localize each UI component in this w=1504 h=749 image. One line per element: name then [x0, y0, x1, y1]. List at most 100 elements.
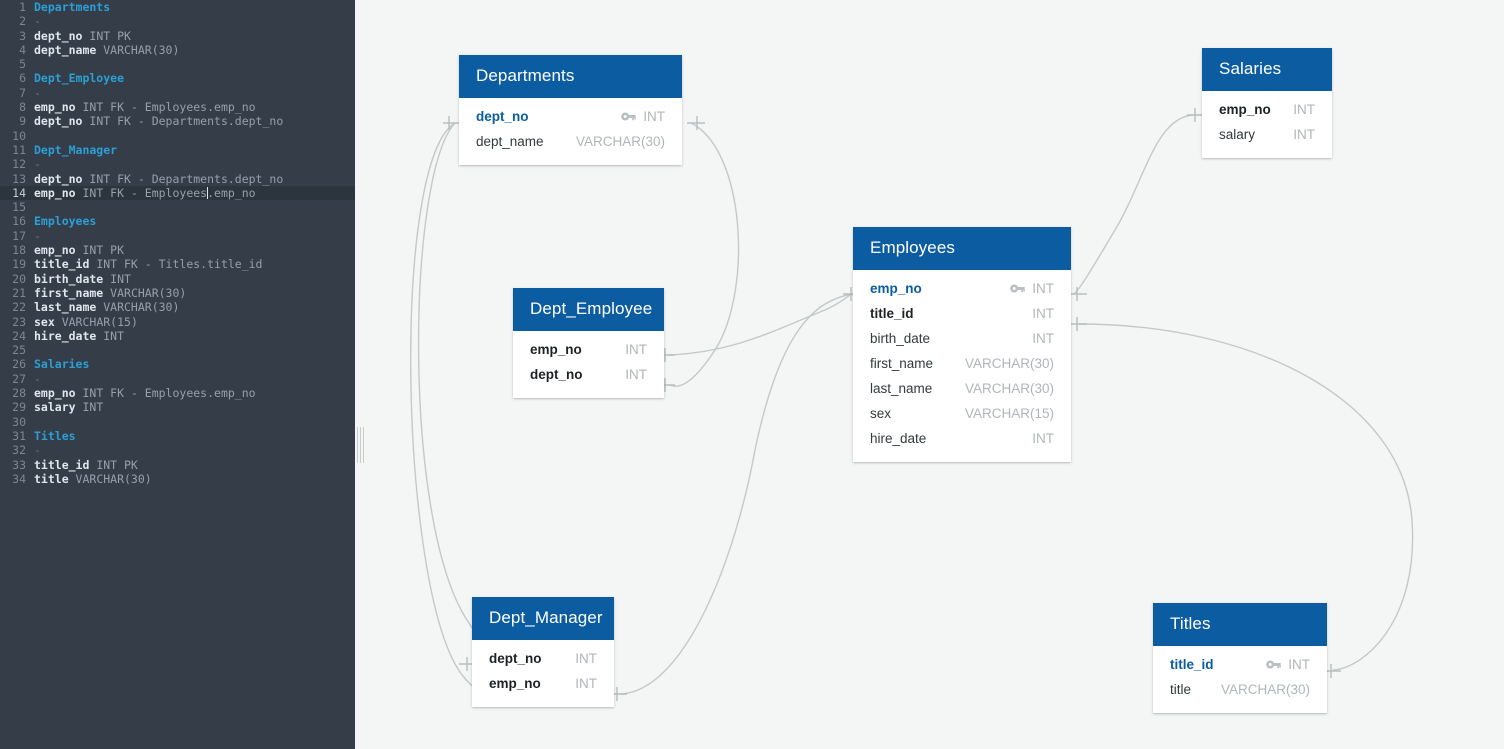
- code-line[interactable]: 12-: [0, 157, 355, 171]
- line-number: 10: [12, 128, 26, 143]
- code-line[interactable]: 25: [0, 343, 355, 357]
- code-line[interactable]: 15: [0, 200, 355, 214]
- code-line[interactable]: 32-: [0, 443, 355, 457]
- code-token: -: [34, 85, 41, 100]
- field-type: INT: [1032, 331, 1054, 346]
- code-text: dept_name VARCHAR(30): [34, 43, 179, 57]
- entity-field-row[interactable]: hire_date INT: [853, 426, 1071, 451]
- field-name: emp_no: [1219, 102, 1271, 117]
- code-line[interactable]: 10: [0, 129, 355, 143]
- entity-title[interactable]: Employees: [853, 227, 1071, 270]
- code-text: Salaries: [34, 357, 89, 371]
- line-number: 13: [12, 171, 26, 186]
- text-cursor: [206, 186, 208, 199]
- code-text: dept_no INT FK - Departments.dept_no: [34, 172, 283, 186]
- code-token: INT: [103, 271, 131, 286]
- grip-line: [362, 427, 364, 463]
- code-line[interactable]: 30: [0, 415, 355, 429]
- code-token: Dept_Employee: [34, 71, 125, 86]
- field-type: INT: [1032, 431, 1054, 446]
- code-text: -: [34, 157, 41, 171]
- line-number: 11: [12, 142, 26, 157]
- code-token: VARCHAR(30): [68, 471, 152, 486]
- entity-title[interactable]: Dept_Manager: [472, 597, 614, 640]
- code-line[interactable]: 13 dept_no INT FK - Departments.dept_no: [0, 172, 355, 186]
- code-text: Dept_Manager: [34, 143, 117, 157]
- line-number: 34: [12, 471, 26, 486]
- code-line[interactable]: 27-: [0, 372, 355, 386]
- code-token: title_id: [34, 457, 90, 472]
- code-line[interactable]: 5: [0, 57, 355, 71]
- code-line[interactable]: 17-: [0, 229, 355, 243]
- code-token: dept_no: [34, 114, 83, 129]
- code-line[interactable]: 7-: [0, 86, 355, 100]
- field-type: VARCHAR(30): [964, 356, 1054, 371]
- field-name: hire_date: [870, 431, 927, 446]
- key-icon: [1266, 659, 1282, 670]
- line-number: 12: [12, 157, 26, 172]
- pane-resize-handle[interactable]: [355, 427, 365, 463]
- code-token: first_name: [34, 285, 104, 300]
- entity-title[interactable]: Departments: [459, 55, 682, 98]
- code-token: INT PK: [82, 28, 131, 43]
- entity-title[interactable]: Salaries: [1202, 48, 1332, 91]
- line-number: 17: [12, 228, 26, 243]
- code-token: INT: [96, 328, 125, 343]
- code-line[interactable]: 11 Dept_Manager: [0, 143, 355, 157]
- line-number: 1: [19, 0, 26, 14]
- code-token: -: [34, 371, 41, 386]
- code-text: emp_no INT FK - Employees.emp_no: [34, 386, 256, 400]
- code-line[interactable]: 2-: [0, 14, 355, 28]
- entity-title[interactable]: Titles: [1153, 603, 1327, 646]
- entity-title[interactable]: Dept_Employee: [513, 288, 664, 331]
